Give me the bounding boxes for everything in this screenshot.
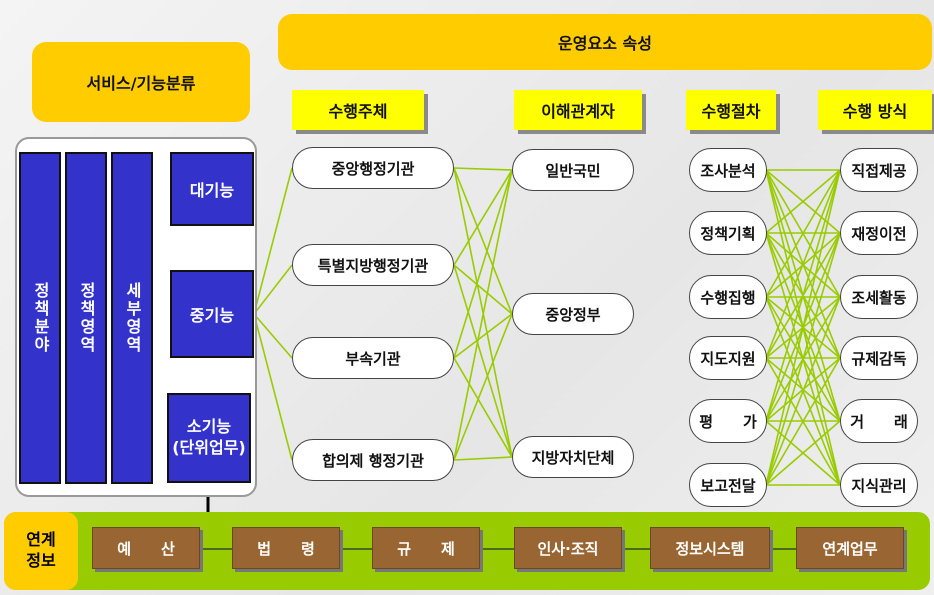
link-line xyxy=(253,167,293,315)
sub-area-label: 세부영역 xyxy=(123,282,142,354)
procedure-node: 보고전달 xyxy=(689,463,767,507)
header-performer: 수행주체 xyxy=(292,90,424,130)
sub-area-column: 세부영역 xyxy=(111,152,153,484)
header-procedure: 수행절차 xyxy=(686,90,776,130)
linkage-item: 연계업무 xyxy=(796,527,904,569)
stakeholder-node: 중앙정부 xyxy=(512,293,634,335)
stakeholder-node: 일반국민 xyxy=(512,149,634,191)
header-stakeholder: 이해관계자 xyxy=(514,90,642,130)
policy-area-label: 정책영역 xyxy=(77,282,96,354)
performer-node: 부속기관 xyxy=(292,337,454,379)
link-line xyxy=(453,169,513,266)
method-node: 지식관리 xyxy=(840,463,918,507)
method-node: 조세활동 xyxy=(840,275,918,319)
performer-node: 중앙행정기관 xyxy=(292,147,454,189)
mid-function-box: 중기능 xyxy=(170,270,254,358)
link-line xyxy=(765,232,841,486)
link-line xyxy=(453,169,513,461)
method-node: 직접제공 xyxy=(840,148,918,192)
linkage-connector xyxy=(480,548,514,550)
performer-node: 특별지방행정기관 xyxy=(292,244,454,286)
large-function-box: 대기능 xyxy=(170,152,254,226)
link-line xyxy=(453,313,513,461)
stakeholder-node: 지방자치단체 xyxy=(512,436,634,478)
link-line xyxy=(453,167,513,171)
policy-field-column: 정책분야 xyxy=(19,152,61,484)
link-line xyxy=(253,313,293,461)
procedure-node: 정책기획 xyxy=(689,211,767,255)
link-line xyxy=(765,420,841,486)
linkage-item: 예 산 xyxy=(92,527,200,569)
operating-attributes-banner: 운영요소 속성 xyxy=(278,14,932,70)
linkage-connector xyxy=(340,548,372,550)
linkage-item: 법 령 xyxy=(232,527,340,569)
classification-title: 서비스/기능분류 xyxy=(32,42,250,122)
link-line xyxy=(453,357,513,458)
procedure-node: 평 가 xyxy=(689,399,767,443)
link-line xyxy=(453,167,513,315)
link-line xyxy=(765,357,841,486)
link-line xyxy=(765,169,841,422)
linkage-connector xyxy=(622,548,650,550)
link-line xyxy=(453,456,513,461)
policy-area-column: 정책영역 xyxy=(65,152,107,484)
method-node: 규제감독 xyxy=(840,336,918,380)
linkage-item: 정보시스템 xyxy=(650,527,770,569)
link-line xyxy=(453,169,513,359)
procedure-node: 수행집행 xyxy=(689,275,767,319)
header-method: 수행 방식 xyxy=(818,90,932,130)
link-line xyxy=(453,313,513,359)
linkage-connector xyxy=(200,548,232,550)
linkage-connector xyxy=(770,548,796,550)
procedure-node: 지도지원 xyxy=(689,336,767,380)
linkage-label: 연계 정보 xyxy=(4,512,78,590)
link-line xyxy=(765,169,841,298)
link-line xyxy=(453,264,513,458)
link-line xyxy=(253,313,293,359)
link-line xyxy=(765,169,841,234)
policy-field-label: 정책분야 xyxy=(31,282,50,354)
linkage-item: 인사·조직 xyxy=(514,527,622,569)
link-line xyxy=(453,264,513,315)
linkage-item: 규 제 xyxy=(372,527,480,569)
method-node: 재정이전 xyxy=(840,211,918,255)
link-line xyxy=(765,296,841,486)
link-line xyxy=(765,169,841,359)
method-node: 거 래 xyxy=(840,399,918,443)
link-line xyxy=(253,264,293,315)
procedure-node: 조사분석 xyxy=(689,148,767,192)
link-line xyxy=(765,169,841,486)
performer-node: 합의제 행정기관 xyxy=(292,439,454,481)
small-function-box: 소기능 (단위업무) xyxy=(167,393,251,483)
